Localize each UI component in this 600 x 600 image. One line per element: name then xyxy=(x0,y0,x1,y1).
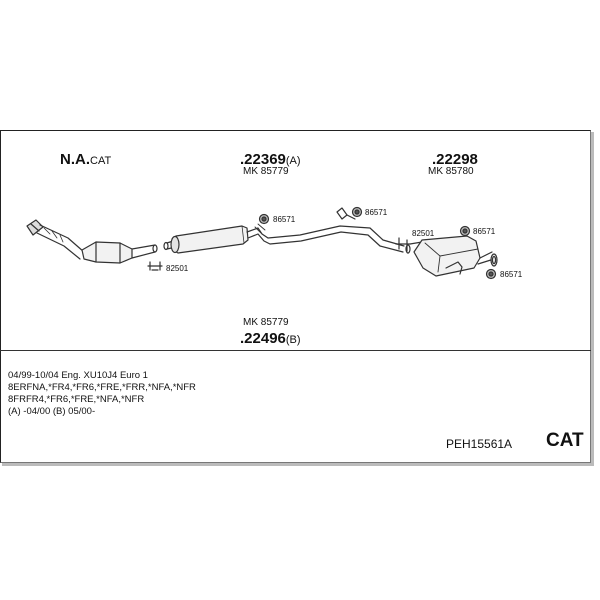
intermediate-pipe xyxy=(246,223,405,253)
clamp-82501-icon xyxy=(147,261,163,271)
part-suffix: (B) xyxy=(285,334,301,346)
rubber-86571-label: 86571 xyxy=(473,227,496,236)
middle-silencer xyxy=(163,225,249,254)
rubber-86571-label: 86571 xyxy=(500,270,523,279)
clamp-82501-label: 82501 xyxy=(412,229,435,238)
frame-shadow xyxy=(2,463,594,466)
info-line: (A) -04/00 (B) 05/00- xyxy=(8,406,96,417)
frame-shadow xyxy=(591,132,594,465)
kit-type: CAT xyxy=(546,430,584,451)
rubber-86571-icon xyxy=(459,225,471,237)
part-number: .22496 xyxy=(240,330,286,347)
kit-code: PEH15561A xyxy=(446,437,513,451)
diagram-frame xyxy=(0,130,591,463)
mk-number: MK 85779 xyxy=(243,317,289,328)
info-line: 04/99-10/04 Eng. XU10J4 Euro 1 xyxy=(8,370,148,381)
front-pipe xyxy=(26,219,85,260)
rubber-86571-icon xyxy=(258,213,270,225)
part-number-22496: .22496(B) xyxy=(240,330,301,347)
part-number-22369: .22369(A) xyxy=(240,151,301,168)
mk-number: MK 85780 xyxy=(428,166,474,177)
rear-silencer xyxy=(405,235,498,277)
rubber-86571-icon xyxy=(351,206,363,218)
part-number: .22369 xyxy=(240,151,286,168)
pipe-hanger xyxy=(336,207,356,220)
front-section-sub: CAT xyxy=(90,155,112,167)
front-section-label: N.A.CAT xyxy=(60,151,111,168)
mk-number: MK 85779 xyxy=(243,166,289,177)
section-divider xyxy=(0,350,591,351)
part-suffix: (A) xyxy=(285,155,301,167)
rubber-86571-label: 86571 xyxy=(273,215,296,224)
catalytic-converter xyxy=(81,241,158,264)
part-number-22298: .22298 xyxy=(432,151,478,168)
clamp-82501-label: 82501 xyxy=(166,264,189,273)
rubber-86571-icon xyxy=(485,268,497,280)
rubber-86571-label: 86571 xyxy=(365,208,388,217)
front-section-main: N.A. xyxy=(60,151,90,168)
info-line: 8ERFNA,*FR4,*FR6,*FRE,*FRR,*NFA,*NFR xyxy=(8,382,196,393)
info-line: 8FRFR4,*FR6,*FRE,*NFA,*NFR xyxy=(8,394,145,405)
